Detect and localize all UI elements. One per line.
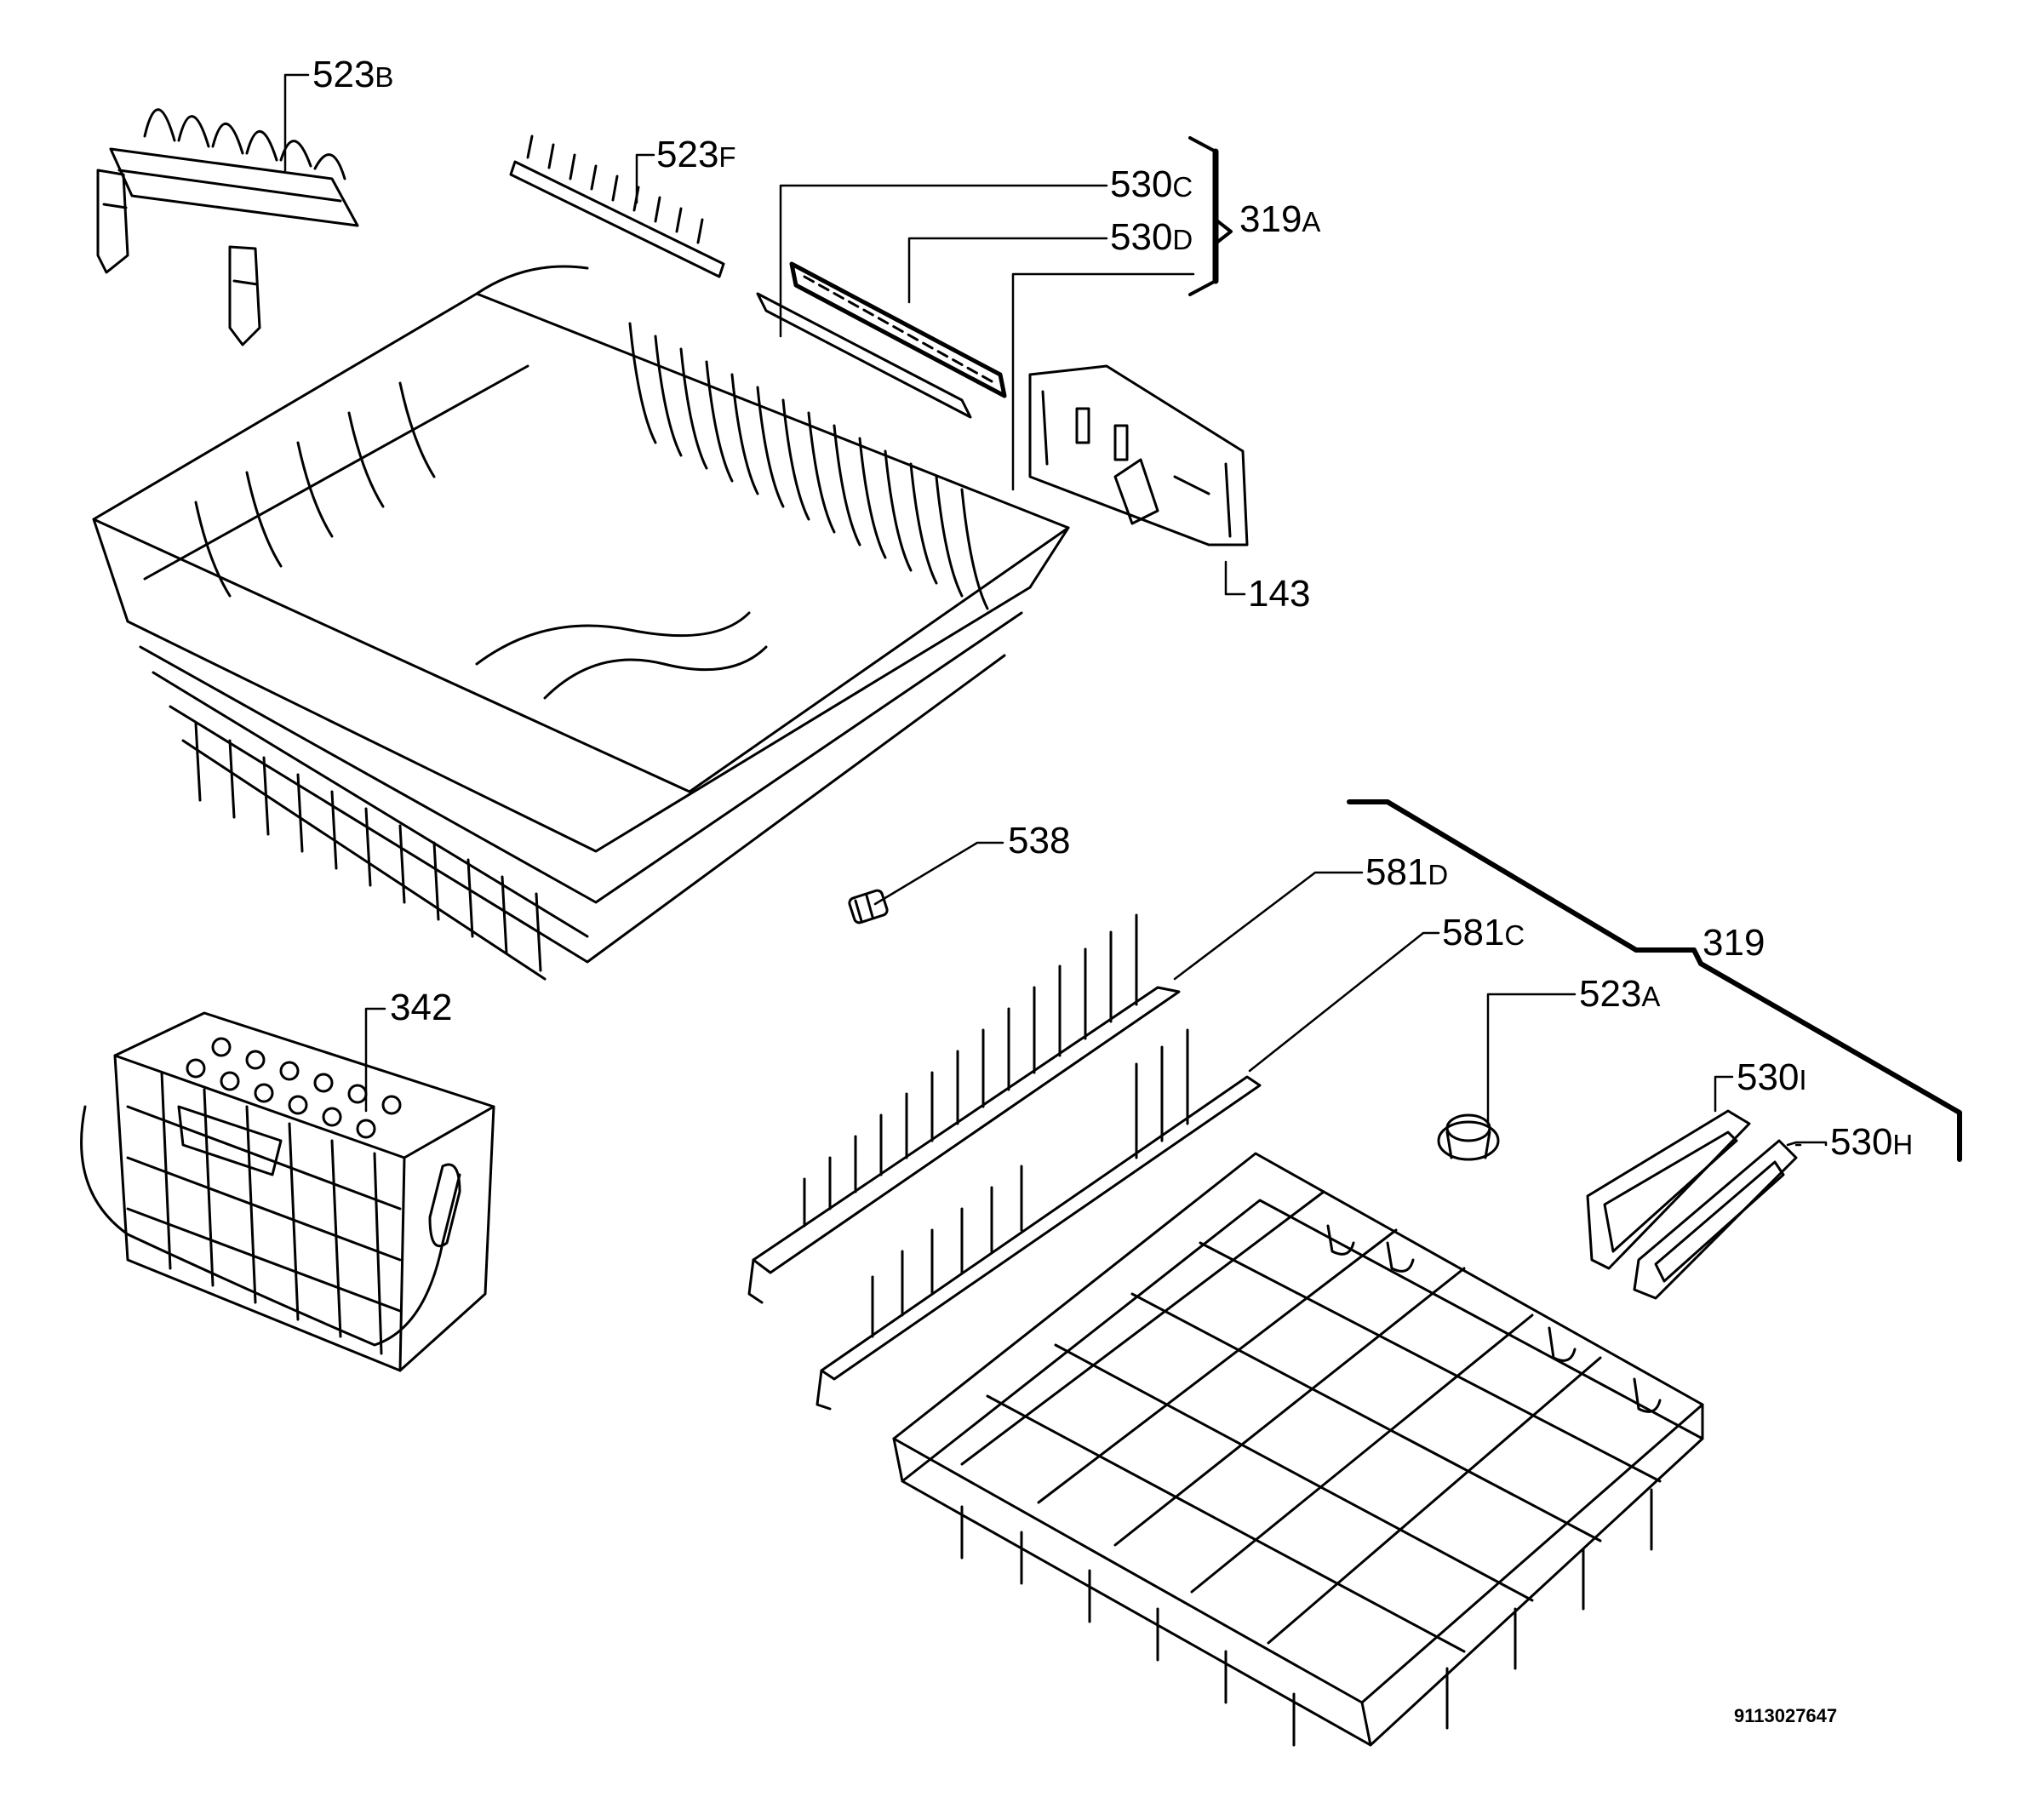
label-319a: 319A [1239, 198, 1321, 240]
label-538: 538 [1008, 820, 1071, 861]
part-143-bracket [1028, 364, 1249, 547]
part-530c-530d-rails [756, 261, 1007, 419]
part-523a-wheel [1437, 1113, 1500, 1161]
part-538-roller [848, 889, 889, 924]
bracket-319 [1347, 799, 1962, 1162]
label-530d: 530D [1110, 216, 1193, 258]
label-530h: 530H [1830, 1121, 1914, 1163]
label-523f: 523F [656, 134, 736, 175]
label-523a: 523A [1579, 973, 1661, 1015]
label-342: 342 [390, 987, 453, 1028]
part-lower-basket [892, 1152, 1704, 1747]
part-523b-wire-rack [96, 108, 359, 346]
label-523b: 523B [312, 54, 394, 95]
leader-lines [283, 73, 1828, 1147]
label-581c: 581C [1442, 912, 1525, 953]
label-581d: 581D [1365, 851, 1449, 893]
part-530i-530h-frames [1586, 1109, 1798, 1300]
part-581d-tine-comb [747, 913, 1181, 1304]
document-number: 9113027647 [1734, 1705, 1838, 1726]
label-530c: 530C [1110, 163, 1193, 205]
label-319: 319 [1702, 922, 1765, 964]
bracket-319a [1188, 136, 1233, 296]
part-342-cutlery-basket [80, 1011, 495, 1372]
label-530i: 530I [1737, 1056, 1807, 1098]
part-523f-comb [509, 134, 725, 278]
part-upper-basket [92, 265, 1070, 981]
part-581c-tine-comb [815, 1028, 1262, 1411]
label-143: 143 [1248, 573, 1311, 615]
